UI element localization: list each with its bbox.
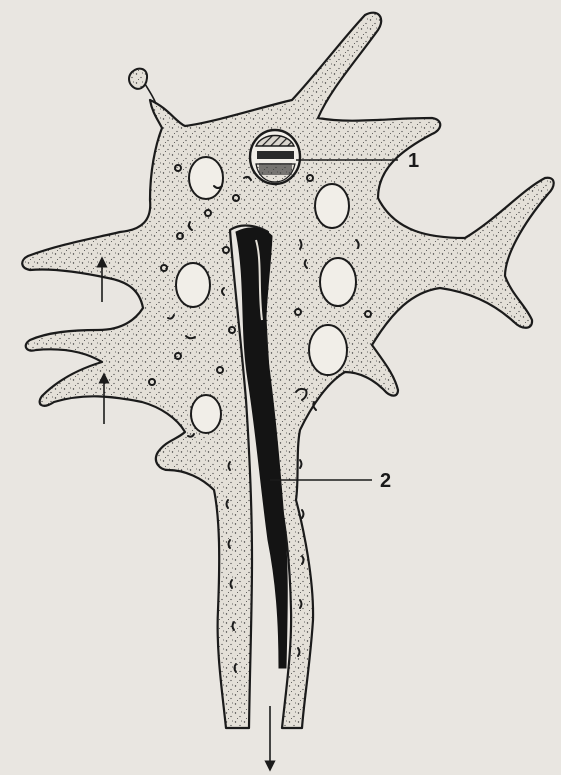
cell-body [22,13,553,728]
nucleus [250,130,300,184]
vacuole [320,258,356,306]
label-1: 1 [408,150,419,172]
pseudopod-tip-blob [129,69,147,89]
vacuole [176,263,210,307]
vacuole [309,325,347,375]
vacuole [189,157,223,199]
vacuole [315,184,349,228]
vacuole [191,395,221,433]
label-2: 2 [380,470,391,492]
